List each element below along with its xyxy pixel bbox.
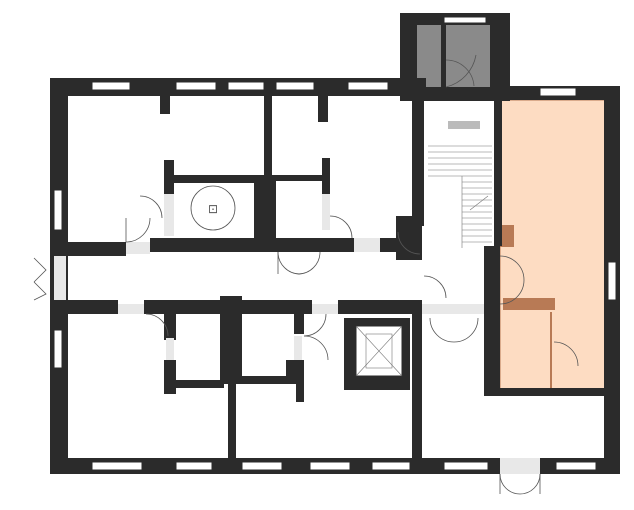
wall-v11 xyxy=(412,300,422,458)
wall-stair-west xyxy=(412,96,424,226)
wall-v1 xyxy=(264,96,272,178)
wall-v8 xyxy=(228,384,236,460)
wall-h2 xyxy=(272,175,324,181)
wall-v2 xyxy=(160,96,170,114)
door-openings xyxy=(54,194,540,474)
wall-unit-west xyxy=(484,246,500,394)
doors xyxy=(33,59,579,495)
roof-shaft xyxy=(400,13,510,101)
elevator xyxy=(344,318,410,390)
wall-h4 xyxy=(242,376,302,384)
wall-unit-south xyxy=(484,388,620,396)
shaft-left xyxy=(417,25,441,87)
elevator-diag-2 xyxy=(355,325,403,377)
window-n4 xyxy=(275,81,315,91)
wall-h1 xyxy=(164,175,264,183)
window-n5 xyxy=(347,81,389,91)
corridor-wall-south-a xyxy=(50,300,118,314)
window-n1 xyxy=(91,81,131,91)
stair-rail xyxy=(448,121,480,129)
window-s2 xyxy=(175,461,213,471)
window-s6 xyxy=(443,461,489,471)
wall-stair-east xyxy=(494,96,502,246)
window-s4 xyxy=(309,461,351,471)
wall-v7 xyxy=(164,360,176,394)
table-label: ⊡ xyxy=(208,202,218,216)
wall-v6 xyxy=(164,310,176,340)
highlighted-unit-wall-stub xyxy=(500,225,514,247)
shaft-window xyxy=(443,16,487,24)
wall-h3 xyxy=(168,380,224,388)
shaft-right xyxy=(446,25,490,87)
window-n2 xyxy=(175,81,217,91)
elevator-inner xyxy=(365,333,393,369)
shaft-door-arc xyxy=(445,54,477,88)
round-table: ⊡ xyxy=(190,185,236,231)
window-n6 xyxy=(539,87,577,97)
wall-block-2 xyxy=(220,296,242,384)
highlighted-unit[interactable] xyxy=(497,97,609,393)
corridor-wall-north-a xyxy=(50,242,126,256)
wall-block-3 xyxy=(286,360,304,384)
wall-v9 xyxy=(294,310,304,334)
interior-walls xyxy=(50,96,620,460)
window-s1 xyxy=(91,461,143,471)
window-w1 xyxy=(53,189,63,231)
wall-v5 xyxy=(322,158,330,194)
highlighted-unit-area[interactable] xyxy=(497,97,609,393)
wall-block xyxy=(254,175,276,238)
window-s7 xyxy=(555,461,597,471)
corridor-wall-south-c xyxy=(338,300,422,314)
stair-steps xyxy=(428,145,492,248)
corridor-wall-north-b xyxy=(150,238,354,252)
window-e1 xyxy=(607,261,617,301)
window-n3 xyxy=(227,81,265,91)
window-w2 xyxy=(53,329,63,369)
wall-v3 xyxy=(318,96,328,122)
window-s3 xyxy=(241,461,283,471)
window-s5 xyxy=(371,461,411,471)
highlighted-unit-wall xyxy=(503,298,555,310)
windows xyxy=(53,81,617,471)
staircase xyxy=(428,121,492,248)
wall-v10 xyxy=(296,384,304,402)
table-circle xyxy=(190,185,236,231)
